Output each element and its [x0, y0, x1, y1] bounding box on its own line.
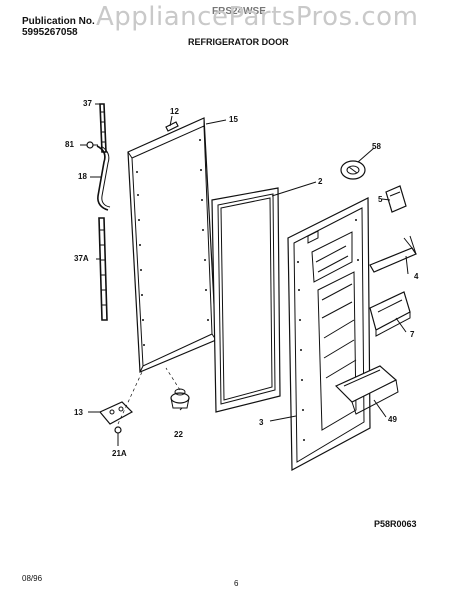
part-22-bushing — [170, 388, 190, 409]
section-title: REFRIGERATOR DOOR — [188, 37, 289, 47]
leader-lines — [80, 103, 409, 446]
model-number: FRS24WSE — [212, 6, 266, 17]
part-13-hinge-plate — [99, 401, 133, 425]
part-2-gasket — [211, 187, 281, 413]
label-part-18: 18 — [78, 172, 87, 181]
label-part-13: 13 — [74, 408, 83, 417]
part-5-bracket — [385, 185, 407, 213]
alignment-lines — [117, 367, 181, 425]
label-part-37a: 37A — [74, 254, 89, 263]
part-18-handle — [96, 145, 111, 211]
label-part-12: 12 — [170, 107, 179, 116]
part-3-door-liner — [287, 197, 371, 471]
label-part-49: 49 — [388, 415, 397, 424]
publication-label: Publication No. — [22, 16, 95, 27]
label-part-81: 81 — [65, 140, 74, 149]
label-part-58: 58 — [372, 142, 381, 151]
label-part-3: 3 — [259, 418, 264, 427]
publication-number: 5995267058 — [22, 27, 78, 38]
part-15-door-panel — [127, 117, 217, 373]
part-37-strip — [99, 103, 107, 153]
part-7-shelf-bin — [369, 291, 411, 337]
diagram-code: P58R0063 — [374, 519, 417, 529]
label-part-5: 5 — [378, 195, 383, 204]
part-58-cap — [340, 160, 366, 180]
label-part-37: 37 — [83, 99, 92, 108]
label-part-4: 4 — [414, 272, 419, 281]
part-12-clip — [165, 121, 179, 132]
label-part-15: 15 — [229, 115, 238, 124]
part-81-screw — [86, 141, 98, 149]
footer-date: 08/96 — [22, 574, 43, 583]
watermark: AppliancePartsPros.com — [96, 2, 419, 32]
label-part-7: 7 — [410, 330, 415, 339]
part-21a-screw — [114, 426, 122, 440]
label-part-2: 2 — [318, 177, 323, 186]
part-4-rail — [369, 235, 417, 273]
part-49-lower-bin — [334, 365, 399, 415]
label-part-22: 22 — [174, 430, 183, 439]
part-37a-strip — [98, 217, 108, 321]
footer-page-number: 6 — [234, 579, 239, 588]
label-part-21a: 21A — [112, 449, 127, 458]
